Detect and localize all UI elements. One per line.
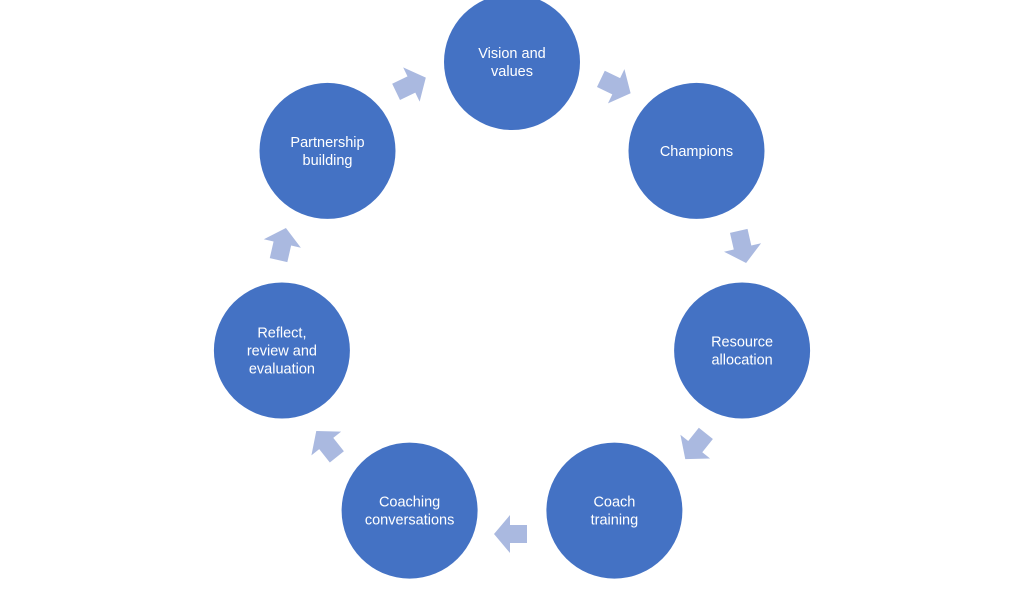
node-partnership: Partnership building	[259, 82, 396, 219]
node-circle	[213, 282, 350, 419]
node-label-line: review and	[247, 344, 317, 360]
node-label-line: Reflect,	[257, 326, 306, 342]
chevron-arrow-icon	[596, 69, 631, 104]
node-circle	[341, 442, 478, 579]
node-label: Champions	[660, 144, 733, 160]
chevron-arrow-icon	[680, 427, 713, 460]
node-label-line: Champions	[660, 144, 733, 160]
node-label-line: evaluation	[249, 362, 315, 378]
node-label: Resource allocation	[711, 335, 773, 369]
chevron-arrow-icon	[392, 67, 426, 102]
chevron-arrow-icon	[494, 515, 527, 553]
node-label-line: building	[303, 153, 353, 169]
node-label: Coach training	[591, 495, 639, 529]
node-champions: Champions	[628, 82, 765, 219]
node-reflect: Reflect, review and evaluation	[213, 282, 350, 419]
node-label-line: Vision and	[478, 46, 545, 62]
node-label: Vision and values	[478, 46, 545, 80]
chevron-arrow-icon	[724, 228, 762, 264]
node-label-line: training	[591, 513, 639, 529]
node-label-line: Partnership	[290, 135, 364, 151]
node-coach-training: Coach training	[546, 442, 683, 579]
node-circle	[628, 82, 765, 219]
node-circle	[546, 442, 683, 579]
node-coaching-conversations: Coaching conversations	[341, 442, 478, 579]
node-label-line: Coach	[593, 495, 635, 511]
chevron-arrow-icon	[263, 227, 301, 263]
node-label-line: Coaching	[379, 495, 440, 511]
node-label: Reflect, review and evaluation	[247, 326, 317, 378]
node-label-line: values	[491, 64, 533, 80]
node-label-line: conversations	[365, 513, 454, 529]
node-label: Coaching conversations	[365, 495, 454, 529]
node-label-line: Resource	[711, 335, 773, 351]
chevron-arrow-icon	[311, 431, 344, 463]
node-label-line: allocation	[711, 353, 772, 369]
node-vision: Vision and values	[444, 0, 580, 130]
node-circle	[444, 0, 580, 130]
node-label: Partnership building	[290, 135, 364, 169]
arrows-layer	[263, 67, 762, 553]
node-circle	[259, 82, 396, 219]
node-resource: Resource allocation	[674, 282, 811, 419]
node-circle	[674, 282, 811, 419]
